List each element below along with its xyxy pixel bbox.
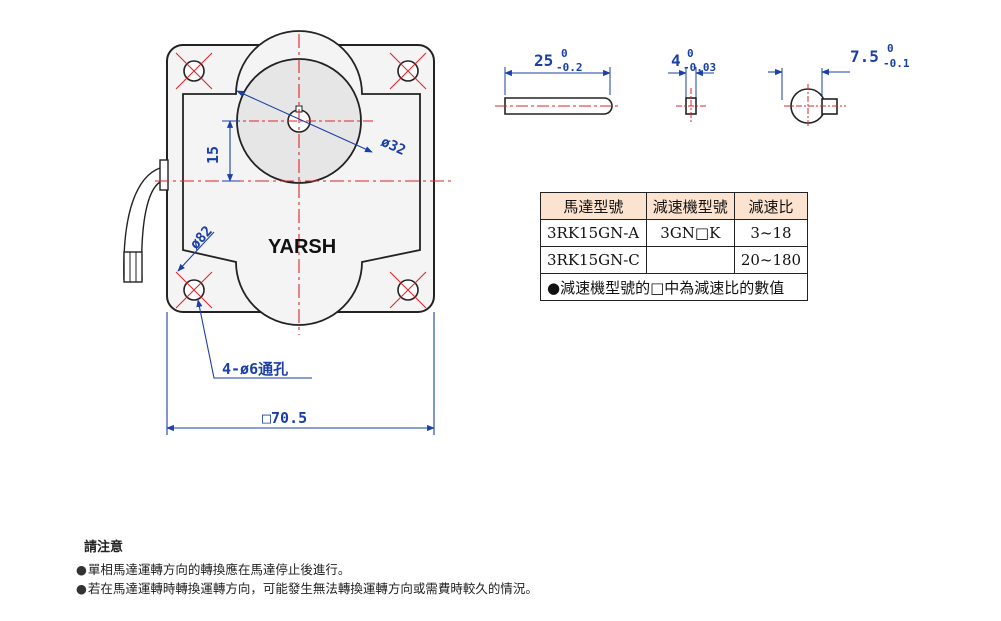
cell-gearbox-model: 3GN□K: [645, 219, 735, 247]
shaft-a-nominal: 25: [534, 51, 553, 70]
shaft-side-view: 25 0 -0.2: [495, 47, 620, 115]
motor-cable: [123, 159, 169, 283]
brand-label: YARSH: [268, 236, 336, 258]
notes-section: 請注意 ●單相馬達運轉方向的轉換應在馬達停止後進行。 ●若在馬達運轉時轉換運轉方…: [76, 536, 538, 598]
table-note: ●減速機型號的□中為減速比的數值: [539, 273, 809, 301]
shaft-b-lower: -0.03: [683, 61, 716, 74]
key-view: 4 0 -0.03: [668, 47, 716, 122]
cell-motor-model: 3RK15GN-C: [540, 246, 647, 274]
cell-ratio: 3~18: [733, 219, 809, 247]
dim-height-15: 15: [204, 146, 222, 164]
shaft-a-upper: 0: [561, 47, 568, 60]
header-motor-model: 馬達型號: [540, 192, 647, 220]
list-item: ●若在馬達運轉時轉換運轉方向，可能發生無法轉換運轉方向或需費時較久的情況。: [76, 579, 538, 598]
dimension-annotations: [166, 90, 435, 435]
shaft-a-lower: -0.2: [556, 61, 583, 74]
dim-holes: 4-ø6通孔: [222, 360, 288, 378]
table-row: 3RK15GN-A 3GN□K 3~18: [540, 219, 809, 247]
shaft-end-view: 7.5 0 -0.1: [768, 42, 910, 128]
dim-width: □70.5: [262, 409, 307, 427]
shaft-c-lower: -0.1: [883, 57, 910, 70]
bullet-icon: ●: [76, 581, 87, 596]
shaft-b-nominal: 4: [671, 51, 681, 70]
shaft-b-upper: 0: [687, 47, 694, 60]
cell-ratio: 20~180: [733, 246, 809, 274]
table-row: 3RK15GN-C 20~180: [540, 246, 809, 274]
cell-motor-model: 3RK15GN-A: [540, 219, 647, 247]
table-note-row: ●減速機型號的□中為減速比的數值: [539, 273, 809, 301]
header-gearbox-model: 減速機型號: [645, 192, 735, 220]
note-text: 若在馬達運轉時轉換運轉方向，可能發生無法轉換運轉方向或需費時較久的情況。: [87, 581, 538, 596]
header-ratio: 減速比: [733, 192, 809, 220]
shaft-c-upper: 0: [887, 42, 894, 55]
notes-title: 請注意: [84, 540, 124, 555]
note-text: 單相馬達運轉方向的轉換應在馬達停止後進行。: [87, 562, 351, 577]
bullet-icon: ●: [76, 562, 87, 577]
cell-gearbox-model: [645, 246, 735, 274]
spec-table-header: 馬達型號 減速機型號 減速比: [540, 192, 809, 220]
list-item: ●單相馬達運轉方向的轉換應在馬達停止後進行。: [76, 560, 538, 579]
motor-front-view: YARSH: [123, 30, 452, 335]
spec-table: 馬達型號 減速機型號 減速比 3RK15GN-A 3GN□K 3~18 3RK1…: [539, 192, 809, 301]
shaft-c-nominal: 7.5: [850, 47, 879, 66]
